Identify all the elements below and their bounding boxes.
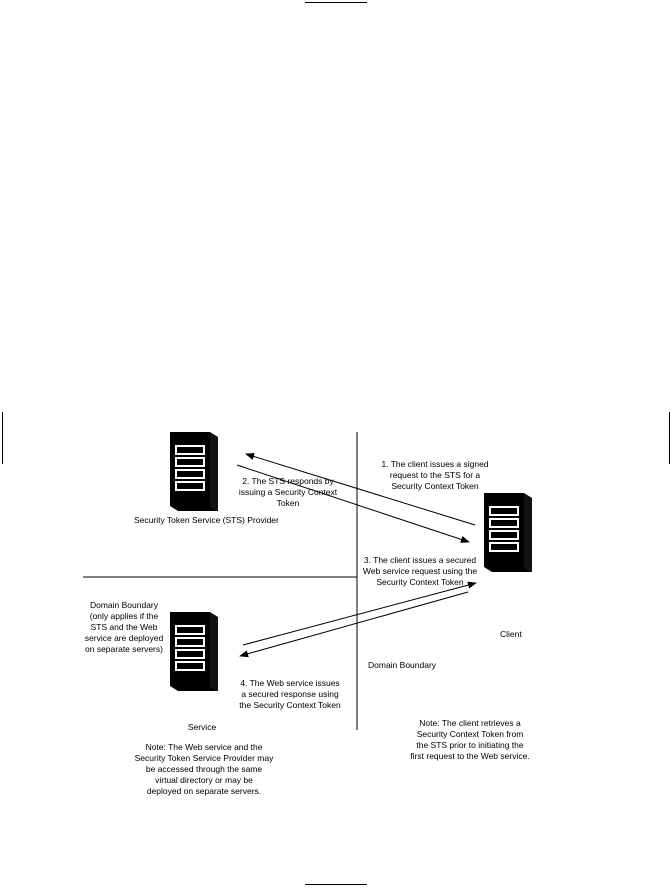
service-note: Note: The Web service and the Security T… <box>128 742 280 797</box>
arrow-step-2 <box>236 464 470 543</box>
left-boundary-line: Domain Boundary <box>89 600 159 610</box>
step-4-line: the Security Context Token <box>239 700 341 710</box>
service-label: Service <box>187 722 217 732</box>
service-note-line: virtual directory or may be <box>155 775 253 785</box>
step-4-line: 4. The Web service issues <box>240 678 340 688</box>
sts-server-icon <box>170 432 218 511</box>
left-boundary-line: service are deployed <box>84 633 164 643</box>
sts-provider-label: Security Token Service (STS) Provider <box>134 515 279 525</box>
step-2-label: 2. The STS responds by issuing a Securit… <box>233 476 343 509</box>
step-4-line: a secured response using <box>241 689 339 699</box>
step-2-line: Token <box>276 498 300 508</box>
right-margin-mark <box>669 412 670 464</box>
step-3-line: Web service request using the <box>362 566 478 576</box>
step-3-line: Security Context Token <box>376 577 464 587</box>
left-boundary-line: (only applies if the <box>89 611 159 621</box>
client-note-line: the STS prior to initiating the <box>416 740 524 750</box>
step-2-line: 2. The STS responds by <box>242 476 334 486</box>
client-note-line: first request to the Web service. <box>410 751 530 761</box>
client-note-line: Security Context Token from <box>416 729 524 739</box>
service-note-line: Note: The Web service and the <box>145 742 263 752</box>
service-note-line: deployed on separate servers. <box>146 786 262 796</box>
service-server-icon <box>170 612 218 691</box>
client-server-icon <box>484 493 532 572</box>
left-margin-mark <box>2 412 3 464</box>
right-domain-boundary-label: Domain Boundary <box>368 660 437 670</box>
step-1-label: 1. The client issues a signed request to… <box>370 459 500 492</box>
step-4-label: 4. The Web service issues a secured resp… <box>236 678 344 711</box>
arrow-step-1 <box>245 452 476 526</box>
arrow-step-4 <box>242 581 477 646</box>
step-3-label: 3. The client issues a secured Web servi… <box>360 555 480 588</box>
top-page-rule <box>305 2 367 3</box>
client-note-line: Note: The client retrieves a <box>419 718 521 728</box>
step-3-line: 3. The client issues a secured <box>363 555 477 565</box>
service-note-line: be accessed through the same <box>145 764 263 774</box>
step-1-line: Security Context Token <box>391 481 479 491</box>
left-boundary-line: on separate servers) <box>85 644 163 654</box>
step-1-line: 1. The client issues a signed <box>381 459 489 469</box>
service-note-line: Security Token Service Provider may <box>134 753 274 763</box>
left-domain-boundary-note: Domain Boundary (only applies if the STS… <box>82 600 166 655</box>
step-2-line: issuing a Security Context <box>238 487 338 497</box>
client-label: Client <box>500 629 522 639</box>
arrow-step-3 <box>239 591 469 658</box>
bottom-page-rule <box>305 884 367 885</box>
left-boundary-line: STS and the Web <box>90 622 158 632</box>
client-note: Note: The client retrieves a Security Co… <box>394 718 546 762</box>
step-1-line: request to the STS for a <box>389 470 481 480</box>
